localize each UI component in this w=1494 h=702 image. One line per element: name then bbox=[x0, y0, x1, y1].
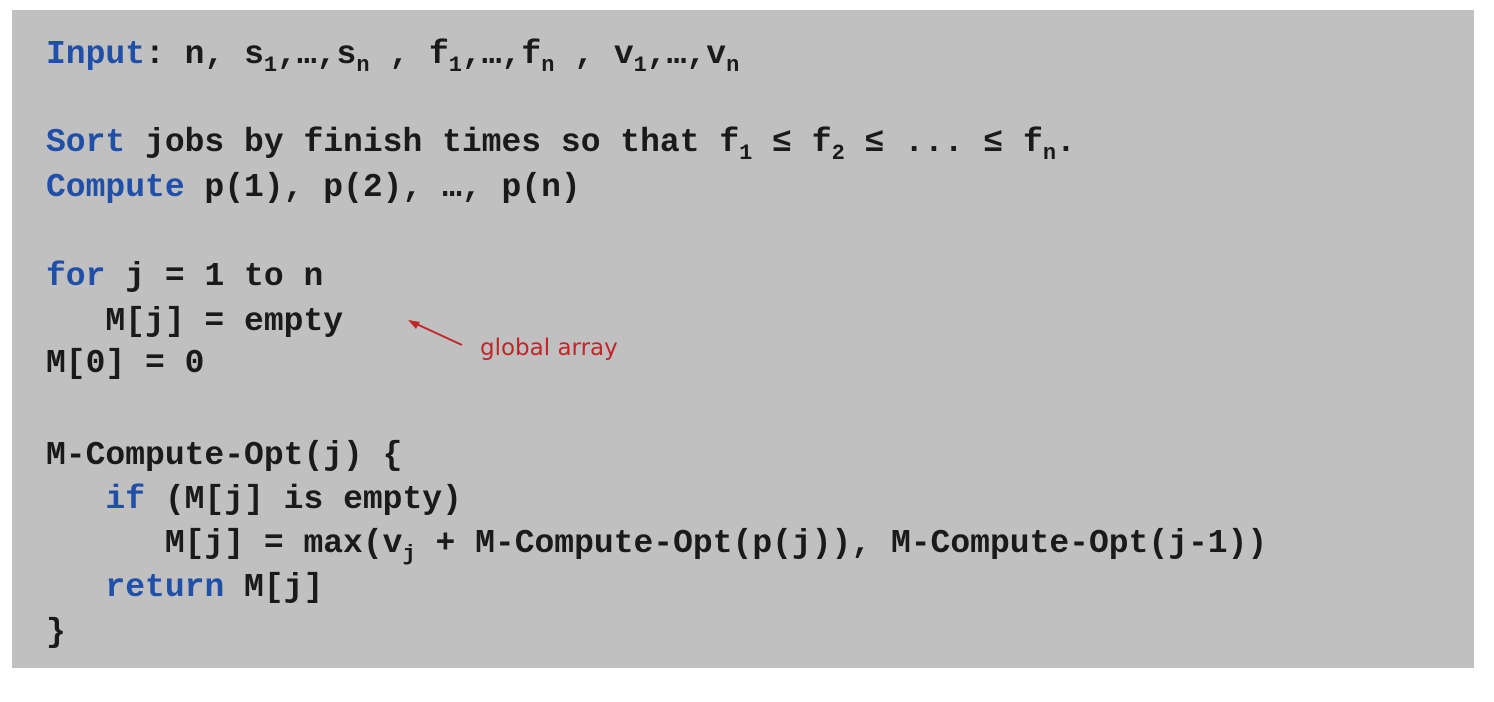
for-line: for j = 1 to n bbox=[46, 260, 323, 293]
sub: 1 bbox=[633, 53, 647, 78]
input-s1: s bbox=[244, 36, 264, 73]
compute-text: p(1), p(2), …, p(n) bbox=[184, 169, 581, 206]
compute-line: Compute p(1), p(2), …, p(n) bbox=[46, 171, 581, 204]
input-v1: v bbox=[613, 36, 634, 73]
return-keyword: return bbox=[105, 569, 225, 606]
for-text: j = 1 to n bbox=[105, 258, 324, 295]
sort-fn: f bbox=[1023, 124, 1043, 161]
annotation-arrow bbox=[408, 320, 463, 346]
if-line: if (M[j] is empty) bbox=[46, 481, 462, 518]
annotation-label: global array bbox=[480, 335, 618, 361]
sub: 1 bbox=[448, 53, 462, 78]
sort-keyword: Sort bbox=[46, 124, 126, 161]
sort-line: Sort jobs by finish times so that f1 ≤ f… bbox=[46, 124, 1076, 165]
sort-f2: f bbox=[811, 124, 832, 161]
return-line: return M[j] bbox=[46, 571, 323, 604]
sort-text: jobs by finish times so that bbox=[125, 124, 720, 161]
indent bbox=[46, 481, 105, 518]
sep: ,…, bbox=[646, 36, 707, 73]
sort-f1: f bbox=[719, 124, 740, 161]
sort-le: ≤ bbox=[752, 124, 812, 161]
input-keyword: Input bbox=[46, 36, 146, 73]
if-text: (M[j] is empty) bbox=[145, 481, 462, 518]
for-keyword: for bbox=[46, 258, 106, 295]
indent bbox=[46, 569, 105, 606]
mj-empty-line: M[j] = empty bbox=[46, 303, 344, 340]
func-header-line: M-Compute-Opt(j) { bbox=[46, 437, 403, 474]
sep: , bbox=[369, 36, 429, 73]
sub: n bbox=[726, 53, 740, 78]
sub: n bbox=[541, 53, 555, 78]
sub: n bbox=[1042, 141, 1057, 166]
sep: , bbox=[554, 36, 614, 73]
sort-le: ≤ ... ≤ bbox=[844, 124, 1024, 161]
input-fn: f bbox=[521, 36, 542, 73]
input-vn: v bbox=[706, 36, 727, 73]
m0-line: M[0] = 0 bbox=[46, 345, 205, 382]
input-line: Input: n, s1,…,sn , f1,…,fn , v1,…,vn bbox=[46, 36, 739, 77]
input-sn: s bbox=[336, 36, 357, 73]
sub: 1 bbox=[263, 53, 278, 78]
assign-prefix: M[j] = max(v bbox=[46, 525, 403, 562]
compute-keyword: Compute bbox=[46, 169, 185, 206]
assign-suffix: + M-Compute-Opt(p(j)), M-Compute-Opt(j-1… bbox=[415, 525, 1268, 562]
code-block bbox=[12, 10, 1474, 668]
sub: 2 bbox=[831, 141, 845, 166]
input-n: : n, bbox=[145, 36, 245, 73]
sep: ,…, bbox=[461, 36, 522, 73]
sub: 1 bbox=[739, 141, 753, 166]
if-keyword: if bbox=[105, 481, 146, 518]
assign-line: M[j] = max(vj + M-Compute-Opt(p(j)), M-C… bbox=[46, 525, 1268, 566]
sub: n bbox=[356, 53, 370, 78]
close-brace: } bbox=[46, 614, 66, 651]
return-text: M[j] bbox=[224, 569, 324, 606]
sort-end: . bbox=[1056, 124, 1076, 161]
sub: j bbox=[402, 542, 416, 567]
sep: ,…, bbox=[277, 36, 337, 73]
input-f1: f bbox=[428, 36, 449, 73]
